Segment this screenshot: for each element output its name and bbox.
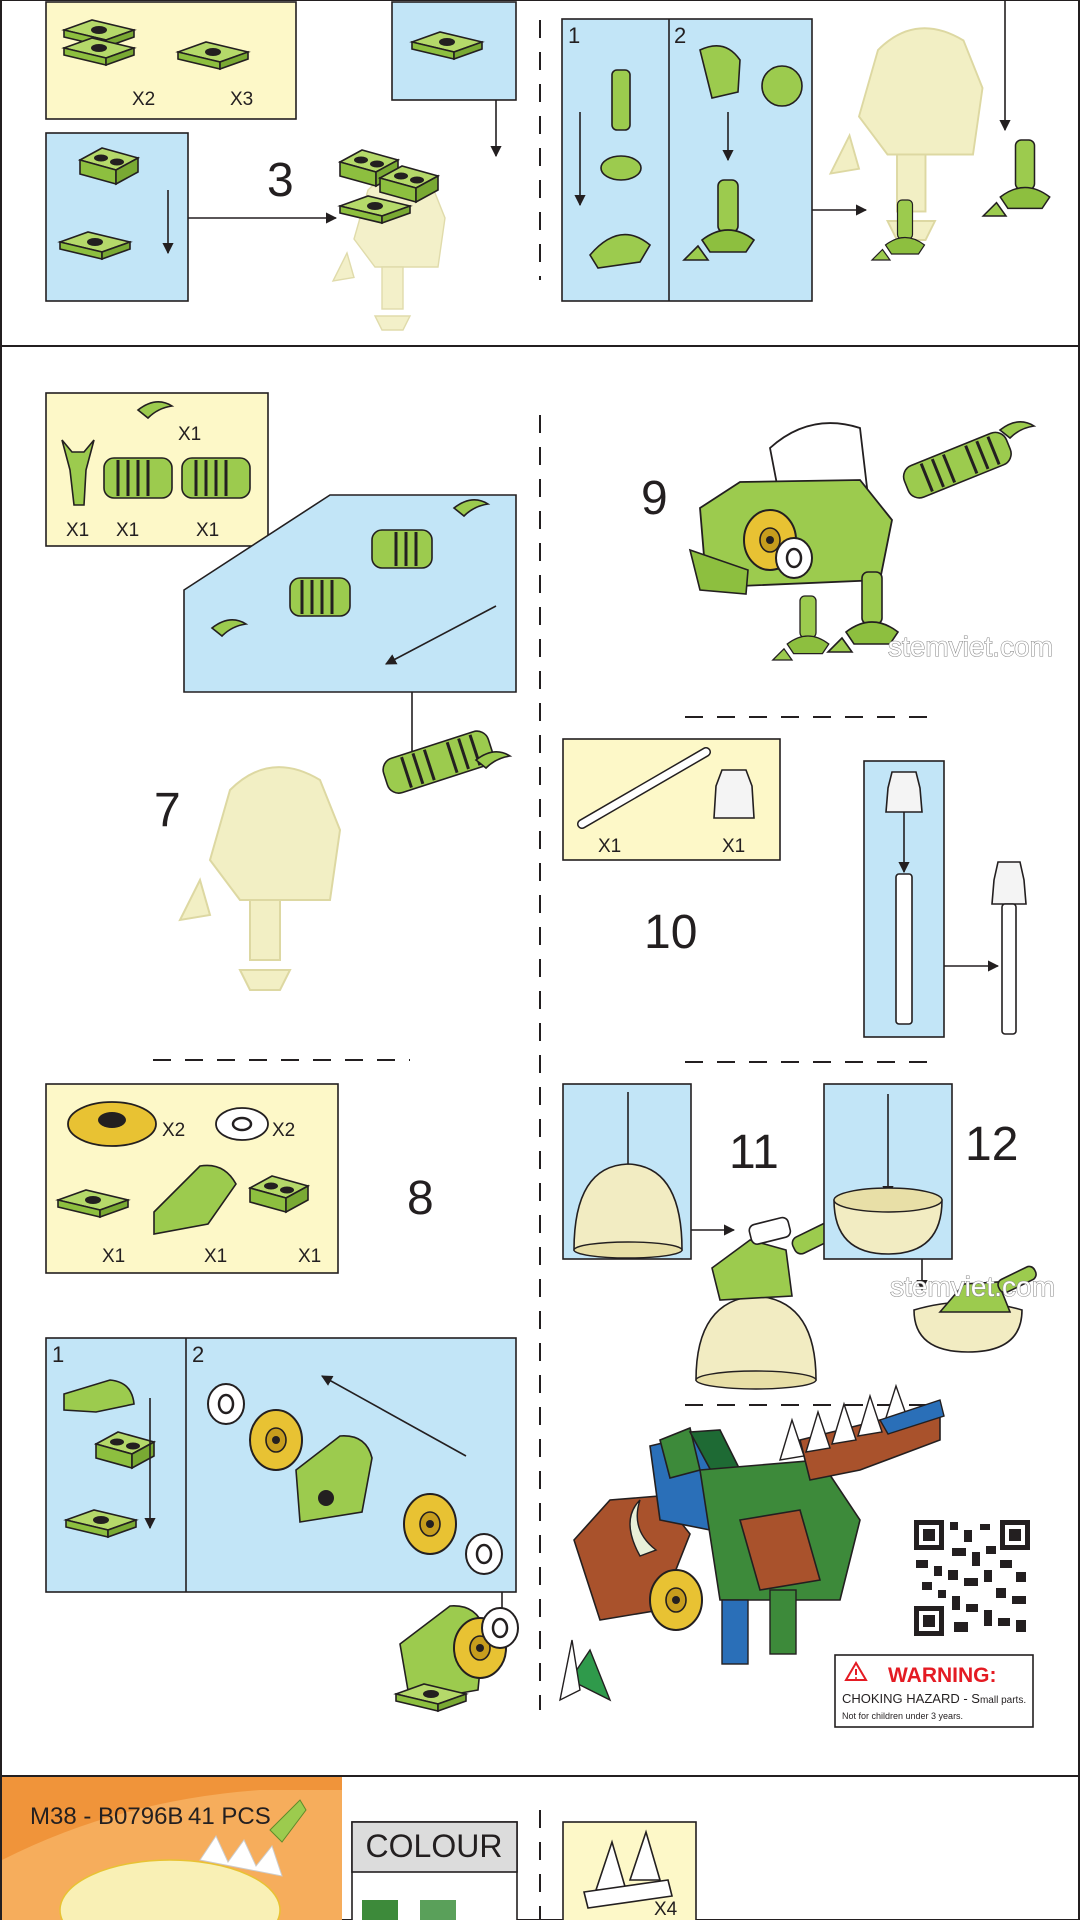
step-8-number: 8: [407, 1172, 434, 1225]
step-3: X2 X3 3: [46, 2, 516, 330]
warning-line-1-b: mall parts.: [980, 1695, 1026, 1706]
qr-code-icon: [914, 1520, 1030, 1636]
step-3-qty-b: X3: [230, 89, 253, 110]
warning-title: WARNING:: [888, 1664, 997, 1687]
step-9-number: 9: [641, 472, 668, 525]
step-6: 1 2: [562, 0, 1050, 301]
step-6-sub-1: 1: [568, 23, 580, 48]
step-7-qty-horn: X1: [178, 424, 201, 445]
step-10-qty-b: X1: [722, 836, 745, 857]
step-8-qty-a: X1: [102, 1246, 125, 1267]
warning-line-2: Not for children under 3 years.: [842, 1711, 963, 1721]
step-3-parts-box: [46, 2, 296, 119]
step-10: X1 X1 10: [563, 739, 1026, 1037]
step-8-sub-2: 2: [192, 1342, 204, 1367]
step-12-number: 12: [965, 1118, 1018, 1171]
step-8-qty-c: X1: [298, 1246, 321, 1267]
step-7-number: 7: [154, 784, 181, 837]
bottom-strip: M38 - B0796B 41 PCS COLOUR X4: [2, 1777, 696, 1920]
colour-label: COLOUR: [366, 1828, 503, 1864]
final-model-illustration: [560, 1386, 944, 1700]
watermark: stemviet.com: [888, 631, 1053, 662]
step-11: 11: [563, 1084, 839, 1389]
step-7-qty-a: X1: [66, 520, 89, 541]
step-8-qty-b: X1: [204, 1246, 227, 1267]
step-8-qty-gear: X2: [162, 1120, 185, 1141]
step-11-number: 11: [729, 1126, 779, 1179]
step-3-qty-a: X2: [132, 89, 155, 110]
step-8: X2 X2 X1 X1 X1 8 1 2: [46, 1084, 518, 1711]
step-12: 12 stemviet.com: [824, 1084, 1055, 1352]
warning-box: WARNING: CHOKING HAZARD - Small parts. N…: [835, 1655, 1033, 1727]
step-10-qty-a: X1: [598, 836, 621, 857]
watermark-2: stemviet.com: [890, 1271, 1055, 1302]
step-7-qty-b: X1: [116, 520, 139, 541]
step-9: 9 stemviet.com: [641, 422, 1053, 662]
piece-count: 41 PCS: [188, 1803, 271, 1830]
step-8-qty-tyre: X2: [272, 1120, 295, 1141]
brand-code: M38 - B0796B: [30, 1803, 183, 1830]
step-7: X1 X1 X1 X1 7: [46, 393, 516, 990]
warning-line-1-a: CHOKING HAZARD - S: [842, 1691, 980, 1706]
step-10-number: 10: [644, 906, 697, 959]
step-8-sub-1: 1: [52, 1342, 64, 1367]
bottom-parts-qty: X4: [654, 1899, 678, 1920]
step-7-qty-c: X1: [196, 520, 219, 541]
step-3-number: 3: [267, 154, 294, 207]
step-6-sub-2: 2: [674, 23, 686, 48]
